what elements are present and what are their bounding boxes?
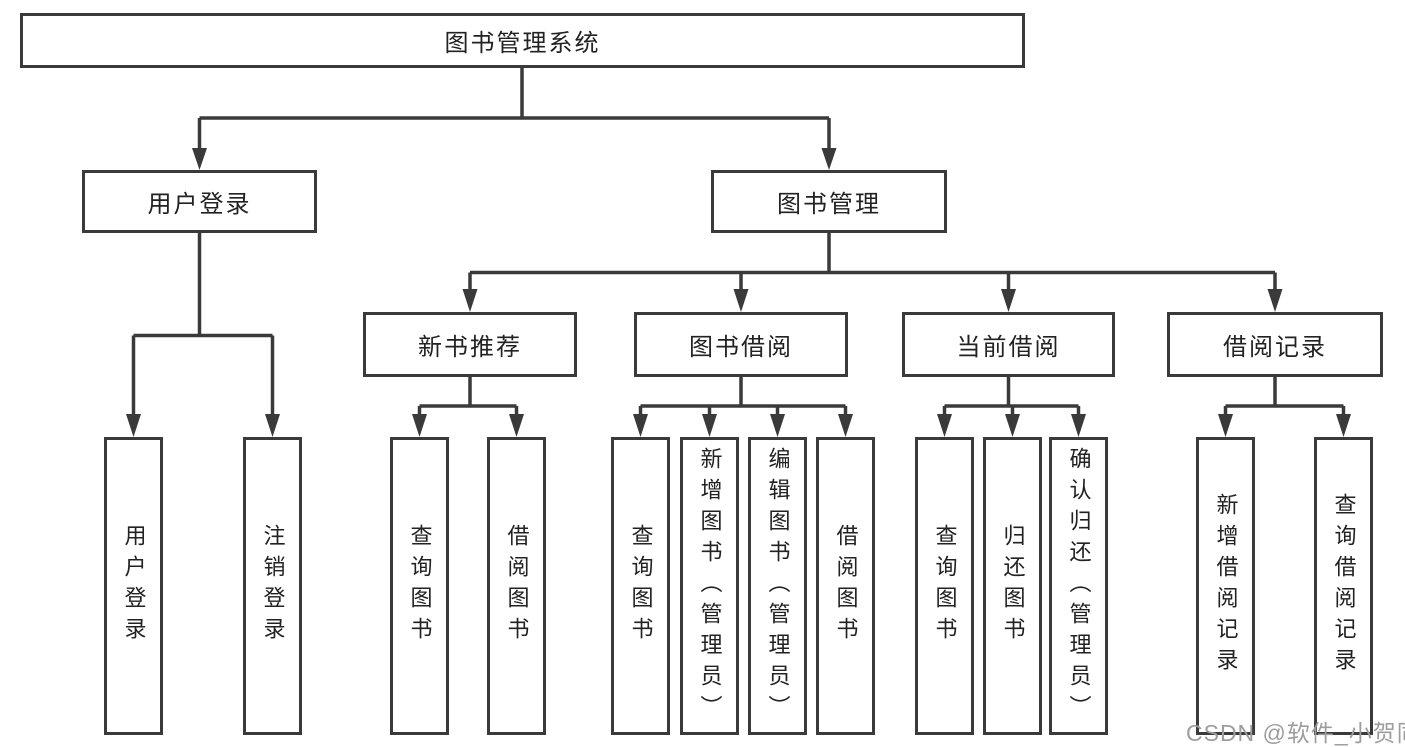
arrowhead [462, 289, 478, 312]
connector-new-book-split [417, 377, 519, 419]
node-label: 用户登录 [147, 191, 252, 218]
leaf-return-book: 归还图书 [983, 437, 1042, 735]
node-label: 当前借阅 [956, 334, 1061, 361]
leaf-query-books-current: 查询图书 [915, 437, 974, 735]
leaf-user-login: 用户登录 [104, 437, 163, 735]
node-root: 图书管理系统 [20, 13, 1025, 68]
node-label: 借阅记录 [1223, 334, 1327, 361]
arrowhead [1267, 289, 1283, 312]
arrowhead [633, 414, 648, 437]
connector-user-login-split [131, 233, 275, 419]
arrowhead [1005, 414, 1020, 437]
leaf-add-book-admin: 新增图书（管理员） [680, 437, 739, 735]
arrowhead [937, 414, 952, 437]
leaf-logout: 注销登录 [243, 437, 302, 735]
node-label: 图书管理 [777, 191, 881, 218]
node-label: 新书推荐 [418, 334, 522, 361]
arrowhead [1218, 414, 1233, 437]
leaf-add-borrow-record: 新增借阅记录 [1196, 437, 1255, 735]
arrowhead [1336, 414, 1351, 437]
leaf-query-books-recommend: 查询图书 [390, 437, 449, 735]
node-label: 确认归还（管理员） [1066, 446, 1092, 726]
node-book-management: 图书管理 [711, 170, 947, 233]
node-new-book-recommend: 新书推荐 [363, 312, 577, 377]
leaf-borrow-books: 借阅图书 [816, 437, 875, 735]
node-label: 查询图书 [932, 524, 958, 648]
arrowhead [412, 414, 427, 437]
node-label: 新增借阅记录 [1213, 493, 1239, 679]
leaf-query-borrow-record: 查询借阅记录 [1314, 437, 1373, 735]
leaf-query-books-borrow: 查询图书 [611, 437, 670, 735]
arrowhead [838, 414, 853, 437]
arrowhead [509, 414, 524, 437]
watermark: CSDN @软件_小贺同学 [1186, 720, 1405, 746]
node-current-borrow: 当前借阅 [902, 312, 1115, 377]
node-label: 查询图书 [628, 524, 654, 648]
arrowhead [770, 414, 785, 437]
arrowhead [1071, 414, 1086, 437]
leaf-confirm-return-admin: 确认归还（管理员） [1049, 437, 1108, 735]
node-label: 新增图书（管理员） [697, 446, 723, 726]
connector-book-borrow-split [638, 377, 848, 419]
leaf-edit-book-admin: 编辑图书（管理员） [748, 437, 807, 735]
connector-current-borrow-split [942, 377, 1081, 419]
connector-book-mgmt-split [468, 233, 1277, 294]
node-label: 归还图书 [1000, 524, 1026, 648]
arrowhead [702, 414, 717, 437]
arrowhead [126, 414, 141, 437]
node-label: 图书管理系统 [444, 30, 601, 57]
arrowhead [821, 148, 837, 170]
arrowhead [192, 148, 207, 170]
leaf-borrow-books-recommend: 借阅图书 [487, 437, 546, 735]
arrowhead [1001, 289, 1016, 312]
node-user-login: 用户登录 [82, 170, 317, 233]
node-borrow-records: 借阅记录 [1167, 312, 1383, 377]
arrowhead [265, 414, 280, 437]
node-label: 编辑图书（管理员） [765, 446, 791, 726]
node-label: 借阅图书 [504, 524, 530, 648]
node-label: 查询图书 [407, 524, 433, 648]
arrowhead [733, 289, 749, 312]
node-label: 注销登录 [260, 524, 286, 648]
node-book-borrow: 图书借阅 [634, 312, 848, 377]
connector-borrow-records-split [1223, 377, 1346, 419]
node-label: 借阅图书 [833, 524, 859, 648]
connector-root-split [199, 68, 829, 120]
node-label: 用户登录 [121, 524, 147, 648]
node-label: 查询借阅记录 [1331, 493, 1357, 679]
node-label: 图书借阅 [689, 334, 793, 361]
